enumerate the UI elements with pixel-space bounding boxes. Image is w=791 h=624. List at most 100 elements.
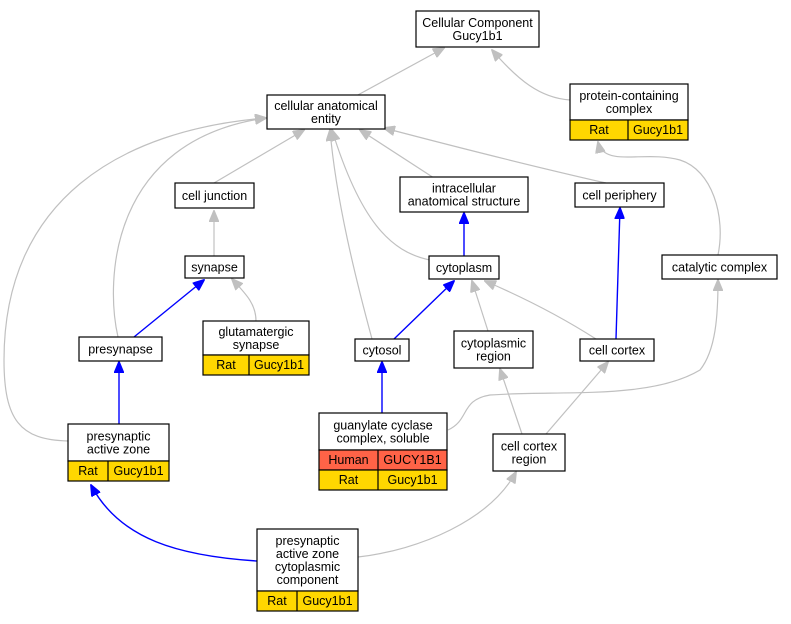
node-box — [661, 254, 778, 280]
edge-junction-to-cae — [213, 130, 304, 184]
node-label-line: synapse — [233, 338, 280, 352]
node-label-line: cytoplasmic — [461, 337, 526, 351]
node-box — [453, 330, 534, 369]
node-box — [174, 182, 255, 209]
annotation-gene: Gucy1b1 — [302, 594, 352, 608]
edge-gcc-to-catalytic — [447, 280, 718, 431]
annotation-gene: Gucy1b1 — [387, 473, 437, 487]
node-box — [492, 433, 566, 472]
edge-presynapse-to-synapse[interactable] — [133, 280, 204, 338]
node-cytoplasm[interactable]: cytoplasm — [428, 255, 500, 280]
node-label-line: component — [277, 573, 339, 587]
annotation-species: Rat — [589, 123, 609, 137]
edge-ccregion-to-cytregion — [500, 369, 523, 435]
edge-cytosol-to-cytoplasm[interactable] — [393, 281, 454, 340]
edge-ias-to-cae — [360, 130, 435, 179]
node-presynapse[interactable]: presynapse — [78, 336, 163, 362]
node-label-line: intracellular — [432, 182, 496, 196]
node-label-line: Cellular Component — [422, 16, 533, 30]
node-box — [354, 338, 410, 362]
annotation-species: Rat — [339, 473, 359, 487]
node-label-line: synapse — [191, 261, 238, 275]
edge-cae-to-root — [355, 48, 444, 97]
edge-presynapse-to-cae — [112, 118, 266, 338]
node-label-line: cellular anatomical — [274, 99, 378, 113]
node-cell-cortex[interactable]: cell cortex — [579, 338, 655, 362]
edges — [3, 48, 721, 562]
node-label-line: anatomical structure — [408, 195, 521, 209]
node-box — [579, 338, 655, 362]
edge-cytosol-to-cae — [330, 130, 373, 340]
annotation-gene: Gucy1b1 — [254, 358, 304, 372]
node-label-line: complex — [606, 102, 653, 116]
edge-cytoplasm-to-cae — [332, 130, 431, 261]
node-label-line: presynapse — [88, 343, 153, 357]
edge-cortex-to-cytoplasm — [485, 281, 597, 340]
node-label-line: cell periphery — [582, 189, 657, 203]
edge-pazcc-to-paz[interactable] — [91, 485, 258, 562]
node-cytosol[interactable]: cytosol — [354, 338, 410, 362]
node-label-line: active zone — [276, 547, 339, 561]
node-box — [318, 412, 448, 451]
annotation-species: Rat — [267, 594, 287, 608]
node-label-line: presynaptic — [87, 430, 151, 444]
node-box — [415, 10, 540, 48]
node-label-line: guanylate cyclase — [333, 419, 432, 433]
node-label-line: region — [476, 350, 511, 364]
annotation-gene: GUCY1B1 — [383, 453, 441, 467]
node-cell-periphery[interactable]: cell periphery — [574, 182, 665, 208]
node-label-line: cell junction — [182, 189, 247, 203]
annotation-gene: Gucy1b1 — [113, 464, 163, 478]
edge-cortex-to-periphery[interactable] — [616, 208, 620, 340]
edge-periphery-to-cae — [384, 128, 607, 184]
edge-ccregion-to-cortex — [545, 362, 608, 435]
annotation-species: Human — [328, 453, 368, 467]
edge-catalytic-to-pcc — [598, 142, 721, 256]
node-label-line: complex, soluble — [336, 432, 429, 446]
node-label-line: cytoplasmic — [275, 560, 340, 574]
node-box — [399, 176, 529, 213]
node-box — [428, 255, 500, 280]
node-cell-junction[interactable]: cell junction — [174, 182, 255, 209]
annotation-species: Rat — [216, 358, 236, 372]
annotation-gene: Gucy1b1 — [633, 123, 683, 137]
node-label-line: protein-containing — [579, 89, 678, 103]
node-synapse[interactable]: synapse — [184, 255, 245, 279]
edge-pcc-to-root — [492, 50, 571, 101]
node-label-line: glutamatergic — [218, 325, 293, 339]
node-label-line: presynaptic — [276, 534, 340, 548]
annotation-row-rat — [569, 119, 689, 141]
node-label-line: cytosol — [363, 344, 402, 358]
node-label-line: Gucy1b1 — [452, 29, 502, 43]
edge-paz-to-cae — [3, 118, 266, 442]
edge-cytregion-to-cytoplasm — [472, 281, 489, 332]
annotation-row-rat — [318, 469, 448, 491]
node-label-line: cell cortex — [589, 344, 646, 358]
node-box — [184, 255, 245, 279]
node-box — [574, 182, 665, 208]
node-box — [266, 94, 386, 130]
node-label-line: cell cortex — [501, 440, 558, 454]
node-label-line: catalytic complex — [672, 261, 768, 275]
node-label-line: entity — [311, 112, 342, 126]
annotation-row-rat — [202, 354, 310, 376]
edge-glutamatergic-to-synapse — [232, 279, 257, 322]
node-catalytic-complex[interactable]: catalytic complex — [661, 254, 778, 280]
annotation-row-rat — [256, 590, 359, 612]
edge-pazcc-to-ccregion — [357, 472, 516, 558]
node-label-line: active zone — [87, 443, 150, 457]
node-label-line: cytoplasm — [436, 261, 492, 275]
node-box — [78, 336, 163, 362]
